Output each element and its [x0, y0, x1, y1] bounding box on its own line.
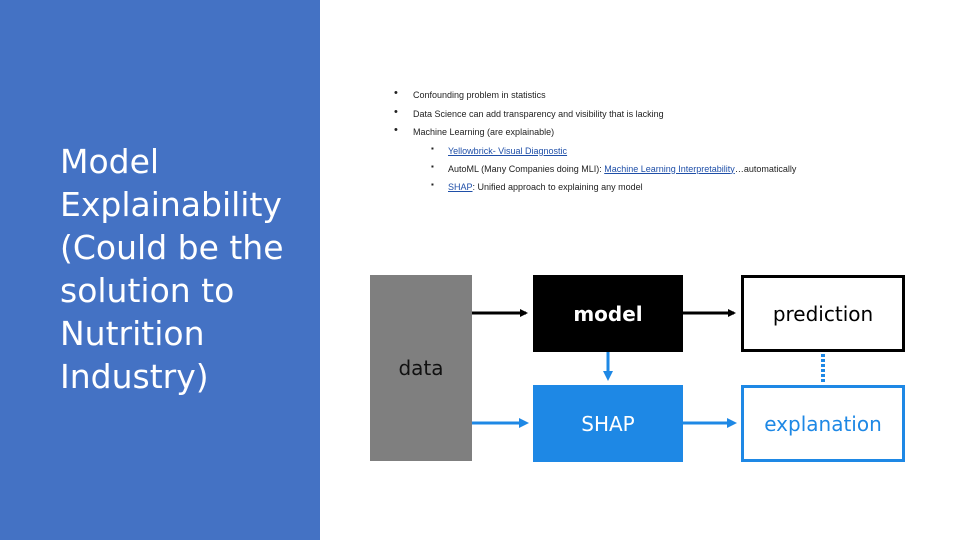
prediction-box: prediction: [741, 275, 905, 352]
data-label: data: [398, 356, 444, 380]
bullet-dot-icon: ▪: [431, 161, 434, 171]
bullet-list: • Confounding problem in statistics • Da…: [394, 86, 934, 196]
bullet-dot-icon: •: [394, 105, 398, 118]
slide-title: Model Explainability (Could be the solut…: [60, 142, 284, 396]
model-box: model: [533, 275, 683, 352]
bullet-dot-icon: ▪: [431, 143, 434, 153]
explanation-box: explanation: [741, 385, 905, 462]
bullet-item: • Machine Learning (are explainable): [394, 123, 934, 142]
diagram-arrows: [472, 309, 825, 428]
sub-bullet-suffix: …automatically: [734, 163, 797, 174]
sub-bullet-prefix: AutoML (Many Companies doing MLI):: [448, 163, 605, 174]
shap-box: SHAP: [533, 385, 683, 462]
shap-label: SHAP: [581, 411, 635, 436]
sub-bullet-item: ▪ Yellowbrick- Visual Diagnostic: [394, 142, 934, 160]
model-label: model: [573, 301, 643, 326]
sub-bullet-suffix: : Unified approach to explaining any mod…: [472, 181, 643, 192]
bullet-dot-icon: •: [394, 87, 398, 99]
shap-link[interactable]: SHAP: [448, 181, 473, 192]
bullet-dot-icon: ▪: [431, 179, 434, 189]
bullet-text: Data Science can add transparency and vi…: [413, 108, 664, 119]
explanation-label: explanation: [764, 411, 882, 436]
mli-link[interactable]: Machine Learning Interpretability: [604, 163, 735, 174]
sub-bullet-item: ▪ AutoML (Many Companies doing MLI): Mac…: [394, 160, 934, 178]
prediction-label: prediction: [772, 301, 874, 326]
title-panel: Model Explainability (Could be the solut…: [0, 0, 320, 540]
bullet-item: • Confounding problem in statistics: [394, 86, 934, 105]
bullet-text: Confounding problem in statistics: [413, 90, 546, 100]
bullet-item: • Data Science can add transparency and …: [394, 105, 934, 124]
shap-diagram: data model SHAP prediction explanation: [365, 270, 910, 470]
yellowbrick-link[interactable]: Yellowbrick- Visual Diagnostic: [448, 145, 568, 156]
bullet-text: Machine Learning (are explainable): [413, 127, 555, 137]
bullet-dot-icon: •: [394, 124, 398, 136]
sub-bullet-item: ▪ SHAP: Unified approach to explaining a…: [394, 178, 934, 196]
data-box: data: [370, 275, 472, 461]
